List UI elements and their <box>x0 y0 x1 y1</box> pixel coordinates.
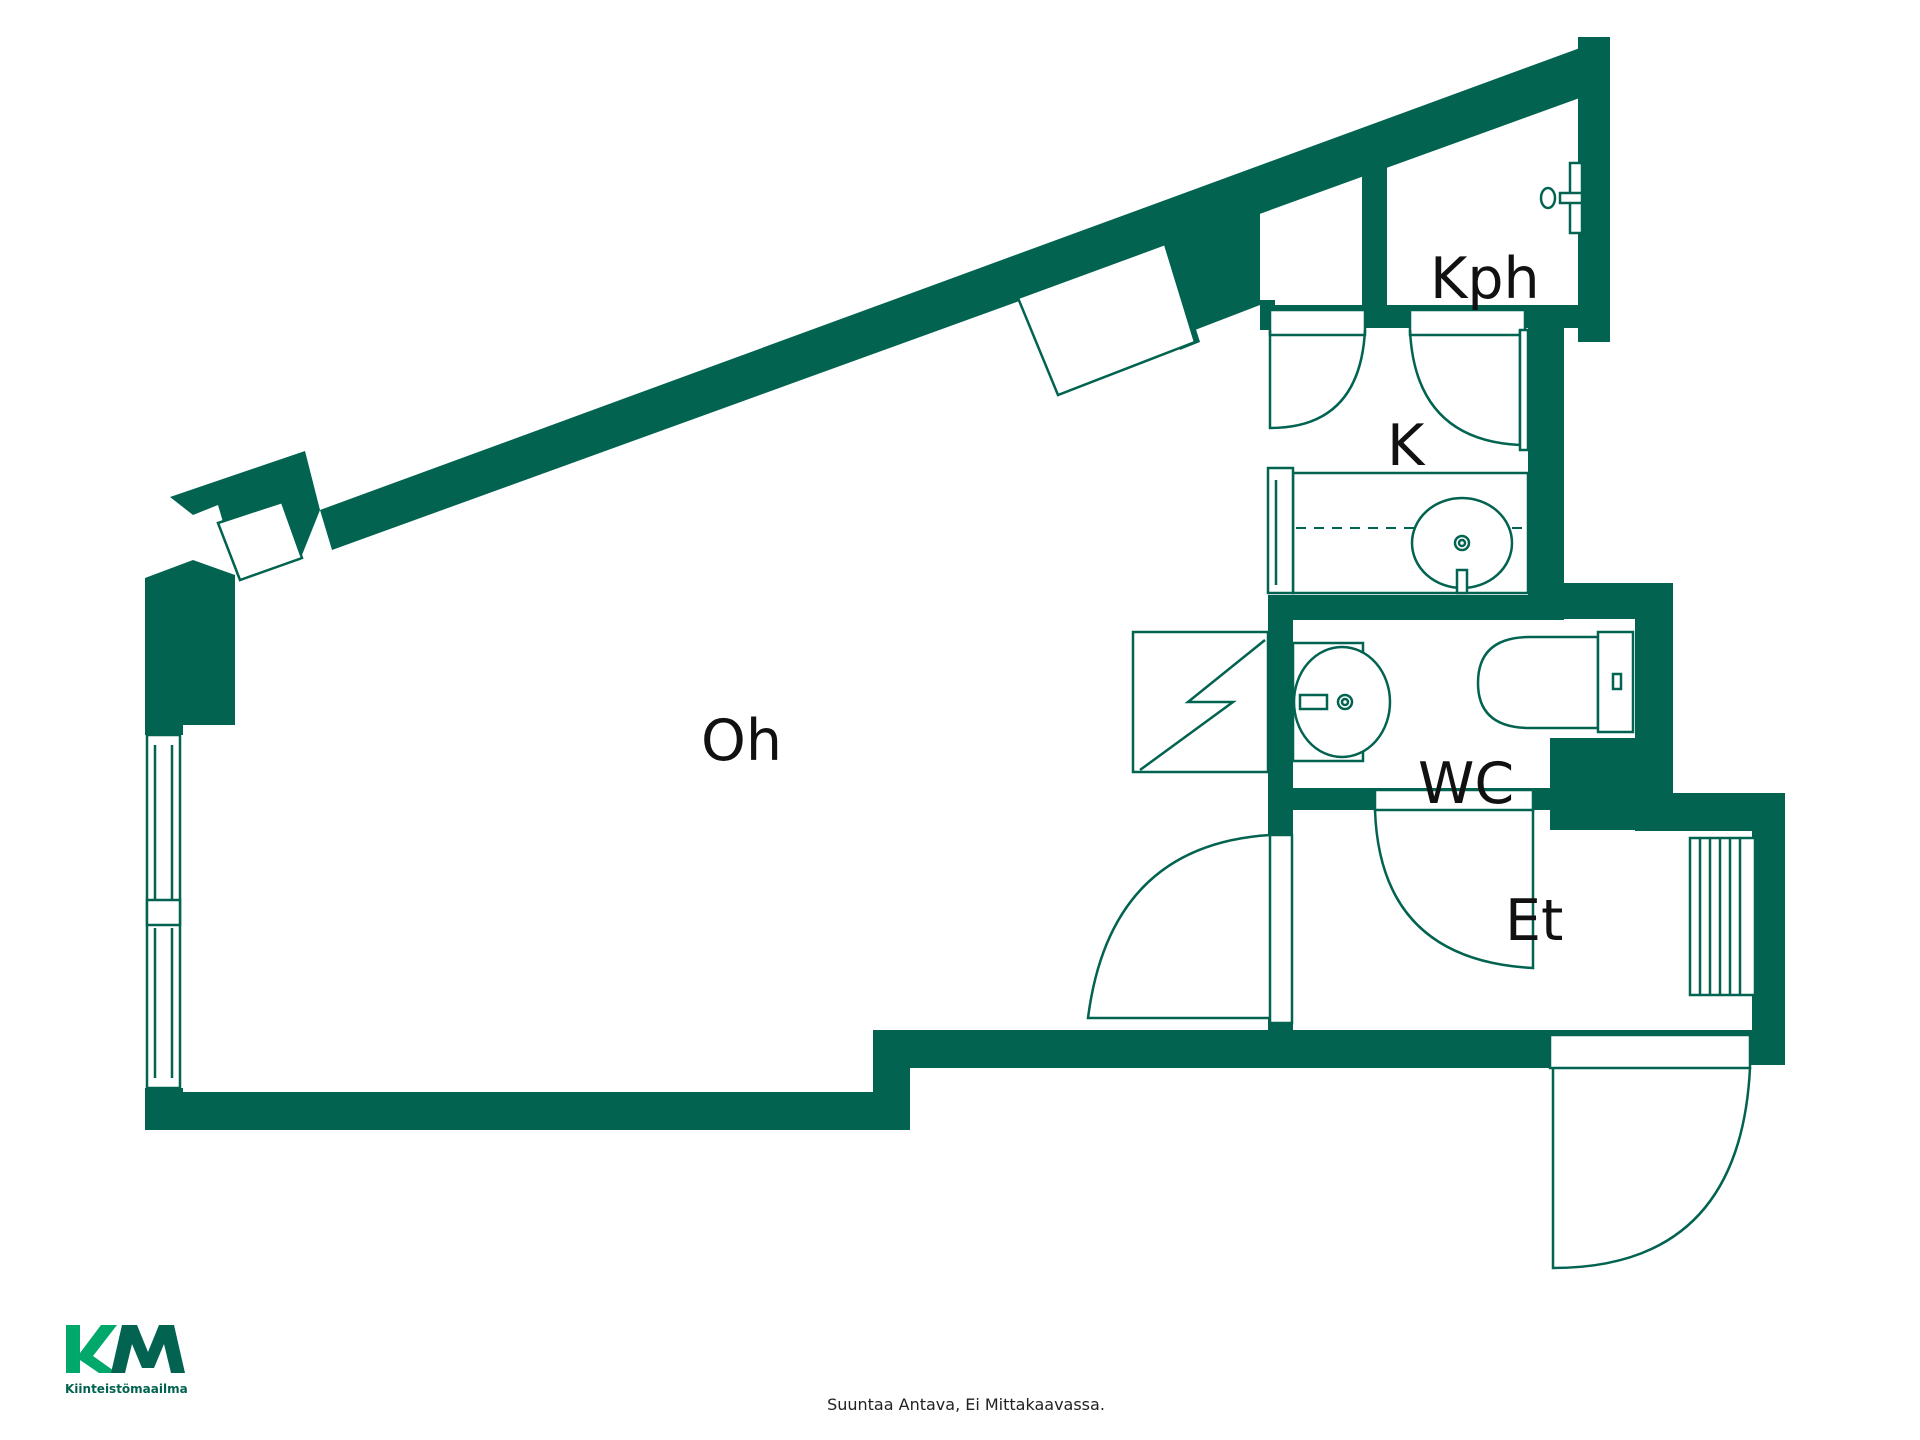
entrance-fixtures <box>1086 833 1757 1270</box>
shower-tap-body <box>1558 191 1584 205</box>
kitchen-end-panel <box>1266 466 1295 595</box>
et-outer-right <box>1752 793 1785 1065</box>
window-bay-left <box>216 500 304 582</box>
kitchen-fixtures <box>1266 466 1530 595</box>
outer-walls <box>145 37 1785 1130</box>
closet-top-wall <box>1165 198 1260 330</box>
shower-head <box>1539 186 1557 210</box>
right-wall-top <box>1578 37 1610 342</box>
left-sill-bottom <box>145 1088 183 1130</box>
closet-door-swing-left <box>1268 329 1367 430</box>
wc-door-swing <box>1373 809 1535 970</box>
diagonal-top-wall <box>320 37 1610 550</box>
entrance-left-wall <box>1268 810 1293 835</box>
wc-sink-drain <box>1336 693 1354 711</box>
room-labels: Oh Kph K WC Et <box>701 246 1563 954</box>
windows <box>145 242 1197 1090</box>
toilet-tank <box>1596 630 1635 734</box>
front-door-frame <box>1548 1033 1752 1070</box>
right-wall-kitchen <box>1528 305 1564 585</box>
closet-doors <box>1268 308 1530 452</box>
electric-symbol <box>1139 639 1266 772</box>
left-wall <box>145 725 183 735</box>
bath-left-wall <box>1362 160 1387 310</box>
wc-door-frame <box>1373 788 1535 812</box>
wc-fixtures <box>1291 630 1635 970</box>
front-door-swing <box>1551 1067 1752 1270</box>
logo-name: Kiinteistömaailma <box>65 1382 188 1396</box>
room-label-entrance: Et <box>1505 888 1563 954</box>
toilet-flush <box>1611 672 1623 691</box>
kitchen-left-top <box>1265 308 1269 328</box>
bathroom-fixtures <box>1539 161 1584 235</box>
kitchen-drain <box>1453 534 1471 552</box>
window-left-upper <box>145 733 182 917</box>
logo-mark <box>66 1325 185 1373</box>
wc-left-wall <box>1268 595 1293 820</box>
entrance-left-wall-lower <box>1268 1018 1293 1068</box>
window-bay-right <box>1016 242 1197 397</box>
room-label-kitchen: K <box>1387 413 1426 479</box>
wc-sink-tap <box>1298 693 1329 711</box>
closet-door-swing-right <box>1408 329 1522 447</box>
left-corner-block <box>145 560 235 725</box>
kitchen-bottom-wall <box>1268 595 1564 620</box>
room-label-living: Oh <box>701 708 782 774</box>
closet-door-frame-right <box>1408 308 1527 337</box>
toilet-bowl <box>1476 635 1600 730</box>
bottom-wall-left <box>145 1092 910 1130</box>
closet-right-post <box>1518 328 1530 452</box>
bottom-wall-right <box>873 1030 1551 1068</box>
entrance-closet-door-frame <box>1268 833 1294 1025</box>
entrance-closet-door-swing <box>1086 833 1271 1020</box>
window-left-lower <box>145 916 182 1090</box>
closet-door-frame-left <box>1268 308 1367 337</box>
shoe-rack-slats <box>1698 838 1742 995</box>
electrical-cabinet <box>1131 630 1270 774</box>
brand-logo: Kiinteistömaailma <box>65 1325 188 1396</box>
scale-disclaimer: Suuntaa Antava, Ei Mittakaavassa. <box>827 1395 1105 1414</box>
room-label-wc: WC <box>1418 751 1514 817</box>
window-left-mullion <box>145 898 182 927</box>
kitchen-tap <box>1455 568 1469 595</box>
room-label-bathroom: Kph <box>1430 246 1540 312</box>
